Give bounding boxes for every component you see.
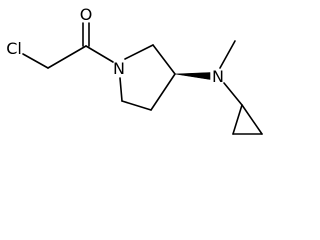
structure-canvas: O Cl N N	[6, 5, 263, 135]
ring-bond-c2-c3	[152, 44, 176, 75]
ring-bond-c5-n	[119, 77, 123, 102]
bond-carbonyl-to-ring-n	[85, 45, 114, 63]
bond-carbonyl-to-ch2	[47, 45, 87, 69]
bond-n-to-methyl	[219, 40, 236, 69]
atom-label-amine-nitrogen: N	[212, 67, 224, 86]
atom-label-ring-nitrogen: N	[113, 59, 125, 78]
cyclopropyl-bond-1	[232, 104, 243, 135]
bond-n-to-cyclopropyl	[223, 82, 243, 106]
ring-bond-c3-c4	[150, 73, 176, 111]
molecule-structure: O Cl N N	[6, 5, 263, 135]
stereo-wedge-bond	[174, 72, 211, 80]
atom-label-chlorine: Cl	[6, 39, 22, 58]
atom-label-oxygen: O	[80, 5, 93, 24]
bond-ch2-to-chlorine	[22, 53, 49, 69]
cyclopropyl-bond-3	[241, 104, 263, 135]
ring-bond-n-c2	[124, 44, 154, 60]
ring-bond-c4-c5	[121, 100, 152, 111]
